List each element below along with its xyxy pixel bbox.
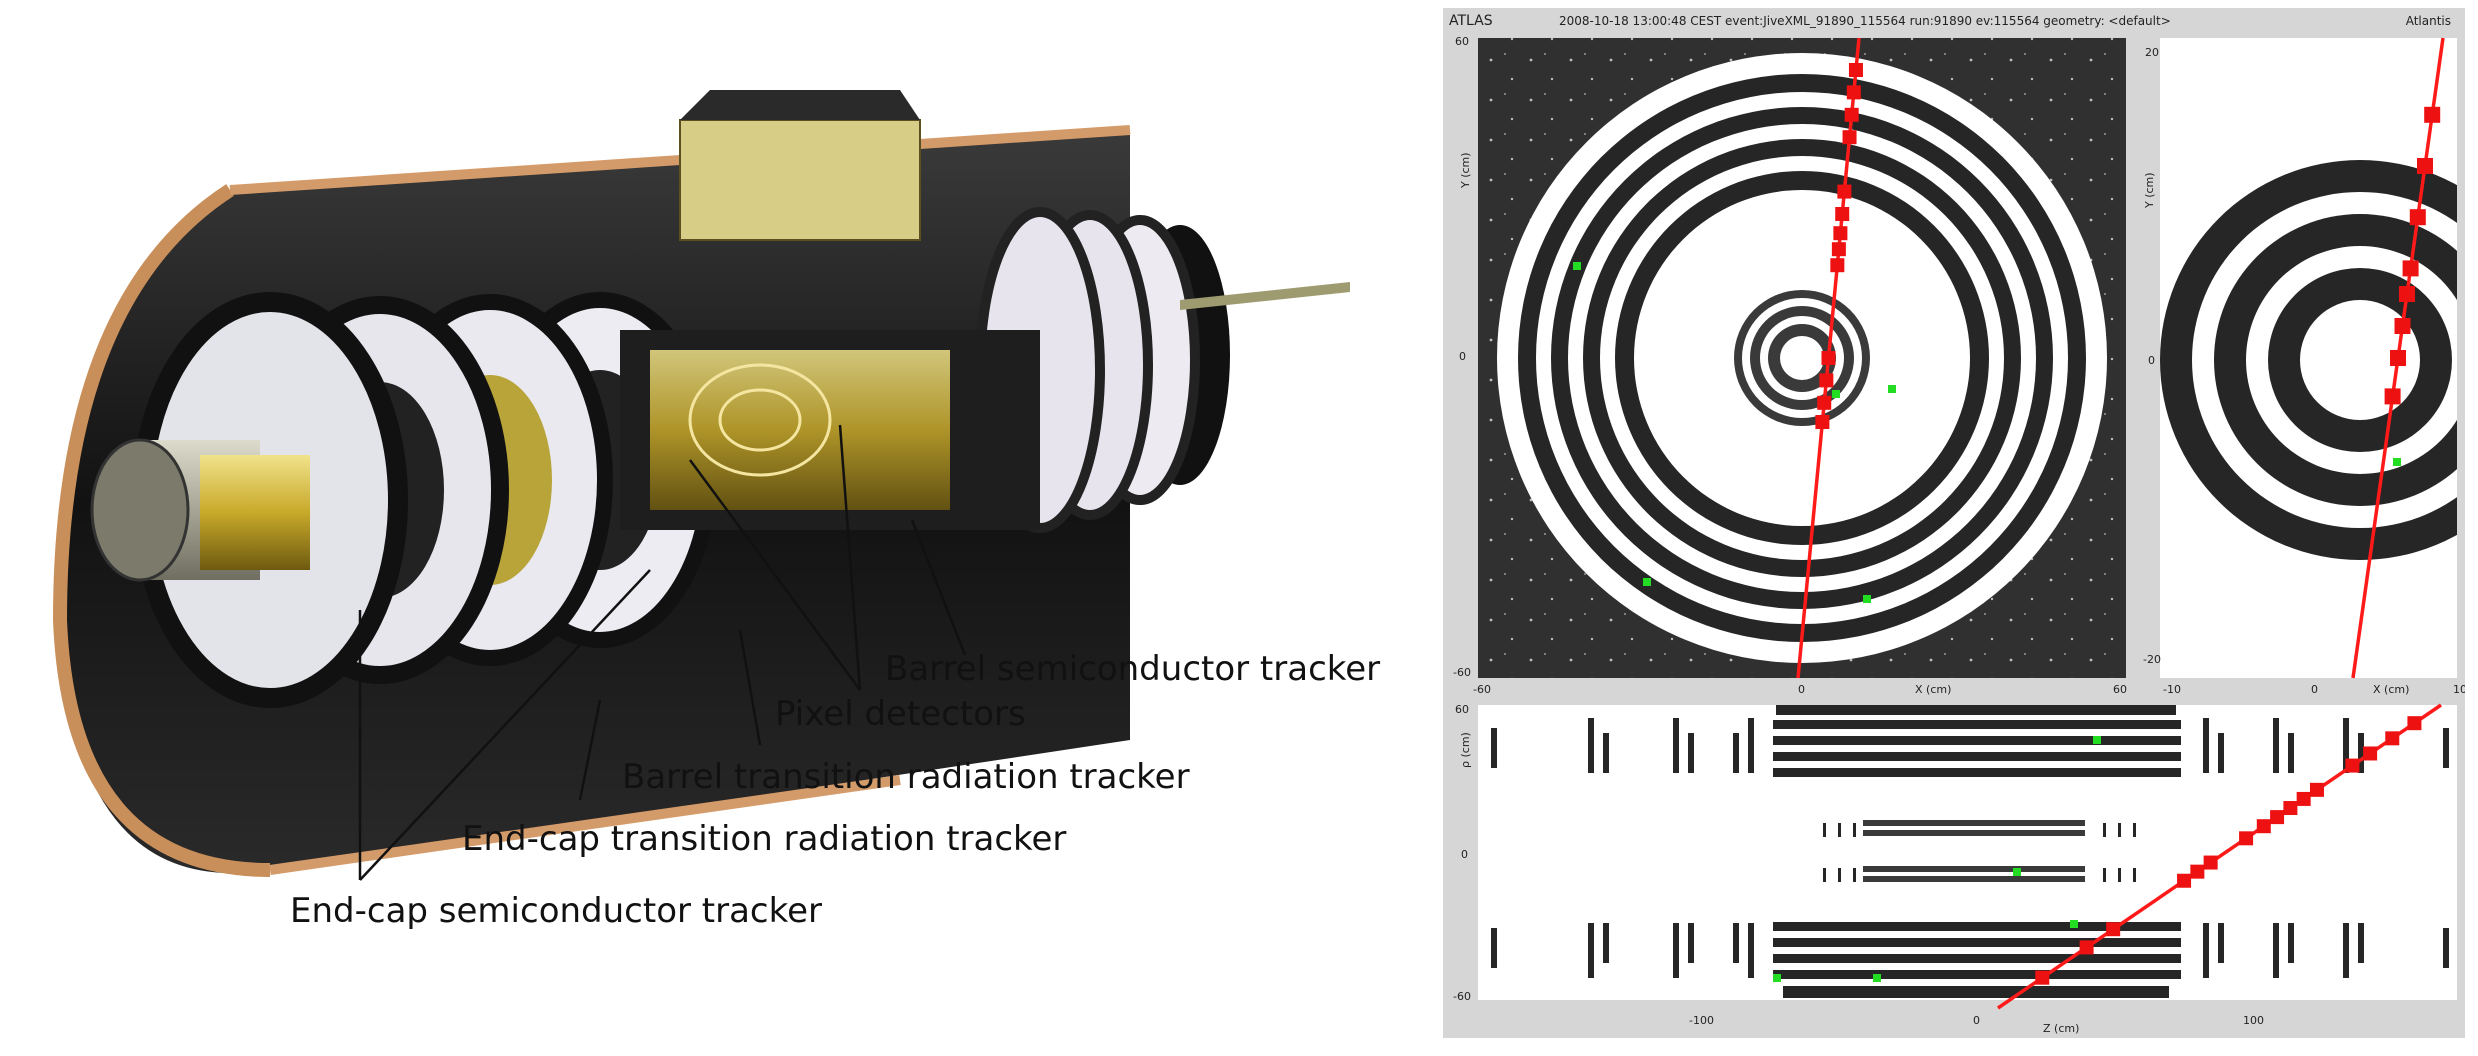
track-hit bbox=[2384, 388, 2401, 405]
xy-xtick-mid: 0 bbox=[1798, 683, 1805, 696]
xy-xtick-left: -60 bbox=[1473, 683, 1491, 696]
zoom-view bbox=[2143, 38, 2465, 678]
track-hit bbox=[1815, 415, 1830, 429]
xy-ytick-bottom: -60 bbox=[1453, 666, 1471, 679]
track-hit bbox=[2345, 758, 2360, 773]
zoom-ytick-bottom: -20 bbox=[2143, 653, 2161, 666]
atlas-label: ATLAS bbox=[1449, 13, 1493, 29]
rz-ytick-bottom: -60 bbox=[1453, 990, 1471, 1003]
rz-track bbox=[1997, 703, 2442, 1010]
zoom-ylabel: Y (cm) bbox=[2143, 172, 2156, 209]
zoom-track bbox=[2351, 37, 2445, 679]
track-hit bbox=[2239, 831, 2254, 846]
track-hit bbox=[2079, 940, 2094, 955]
xy-track bbox=[1796, 37, 1863, 679]
xy-ylabel: Y (cm) bbox=[1459, 152, 1472, 189]
xy-ytick-mid: 0 bbox=[1459, 350, 1466, 363]
zoom-ytick-top: 20 bbox=[2145, 46, 2159, 59]
track-hit bbox=[2399, 286, 2415, 302]
xy-xlabel: X (cm) bbox=[1915, 683, 1951, 696]
xy-xtick-right: 60 bbox=[2113, 683, 2127, 696]
beam-pipe bbox=[90, 438, 310, 582]
zoom-ytick-mid: 0 bbox=[2148, 354, 2155, 367]
event-info: 2008-10-18 13:00:48 CEST event:JiveXML_9… bbox=[1559, 14, 2171, 28]
track-hit bbox=[2309, 782, 2324, 797]
track-hit bbox=[2424, 106, 2441, 123]
rz-xlabel: Z (cm) bbox=[2043, 1022, 2079, 1035]
rz-xtick-right: 100 bbox=[2243, 1014, 2264, 1027]
track-hit bbox=[1842, 130, 1857, 145]
track-hit bbox=[2385, 731, 2400, 746]
inner-detector-cutaway: Barrel semiconductor tracker Pixel detec… bbox=[52, 90, 1380, 931]
label-barrel-trt: Barrel transition radiation tracker bbox=[622, 757, 1190, 797]
zoom-xtick-mid: 0 bbox=[2311, 683, 2318, 696]
track-hit bbox=[2417, 158, 2433, 174]
track-hit bbox=[2177, 873, 2192, 888]
zoom-xtick-right: 10 bbox=[2453, 683, 2465, 696]
track-hit bbox=[1821, 351, 1836, 365]
rz-xtick-left: -100 bbox=[1689, 1014, 1714, 1027]
track-hit bbox=[1831, 242, 1846, 257]
track-hit bbox=[2407, 716, 2422, 731]
rz-ytick-mid: 0 bbox=[1461, 848, 1468, 861]
track-hit bbox=[1817, 395, 1832, 410]
track-hit bbox=[1819, 373, 1834, 388]
zoom-xtick-left: -10 bbox=[2163, 683, 2181, 696]
track-hit bbox=[1835, 207, 1850, 221]
track-hit bbox=[2390, 350, 2406, 366]
track-hit bbox=[1846, 85, 1861, 100]
event-display: ATLAS 2008-10-18 13:00:48 CEST event:Jiv… bbox=[1443, 8, 2465, 1038]
track-hit bbox=[2363, 746, 2378, 761]
barrel bbox=[620, 282, 1350, 530]
track-hit bbox=[2203, 855, 2218, 870]
event-views: 60 0 -60 Y (cm) -60 0 60 X (cm) 20 0 -20… bbox=[1453, 35, 2465, 1035]
rz-view bbox=[1478, 705, 2457, 1000]
track-hit bbox=[2270, 810, 2285, 825]
xy-view bbox=[1478, 38, 2126, 678]
track-hit bbox=[1837, 184, 1852, 199]
rz-ytick-top: 60 bbox=[1455, 703, 1469, 716]
cutaway-drawing: Barrel semiconductor tracker Pixel detec… bbox=[52, 90, 1380, 931]
label-endcap-sct: End-cap semiconductor tracker bbox=[290, 891, 822, 931]
track-hit bbox=[2190, 864, 2205, 879]
track-hit bbox=[1833, 226, 1848, 241]
track-hit bbox=[2283, 801, 2298, 816]
label-barrel-sct: Barrel semiconductor tracker bbox=[885, 649, 1380, 689]
track-hit bbox=[2256, 819, 2271, 834]
track-hit bbox=[2394, 318, 2411, 334]
track-hit bbox=[2402, 260, 2419, 277]
track-hit bbox=[2035, 970, 2050, 985]
zoom-xlabel: X (cm) bbox=[2373, 683, 2409, 696]
track-hit bbox=[1844, 107, 1859, 122]
track-hit bbox=[2409, 209, 2426, 226]
track-hit bbox=[1848, 63, 1863, 77]
track-hit bbox=[2296, 791, 2311, 806]
label-endcap-trt: End-cap transition radiation tracker bbox=[462, 819, 1066, 859]
xy-ytick-top: 60 bbox=[1455, 35, 1469, 48]
endcap-disks bbox=[132, 207, 1230, 708]
noise-hits bbox=[1573, 262, 2401, 982]
rz-xtick-mid: 0 bbox=[1973, 1014, 1980, 1027]
label-pixel-detectors: Pixel detectors bbox=[775, 694, 1026, 734]
leader-lines bbox=[358, 424, 967, 881]
rz-ylabel: ρ (cm) bbox=[1459, 732, 1472, 768]
atlantis-label: Atlantis bbox=[2405, 14, 2451, 28]
track-hit bbox=[2106, 922, 2121, 937]
track-hit bbox=[1830, 258, 1845, 273]
